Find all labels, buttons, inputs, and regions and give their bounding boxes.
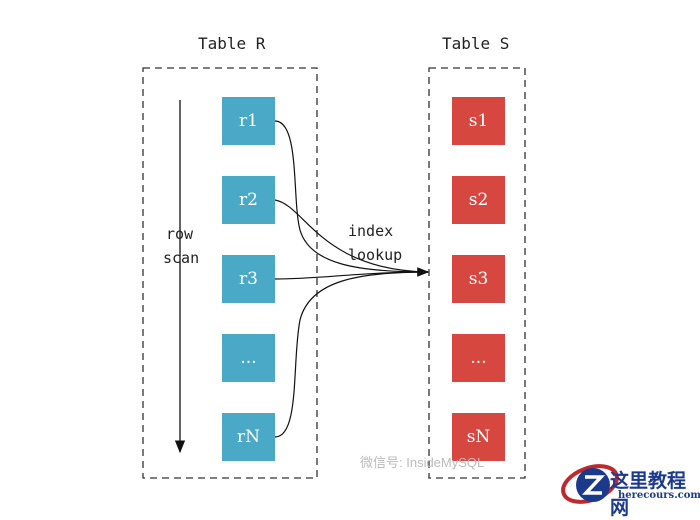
r-row-1: r1 [222, 97, 275, 145]
row-scan-label: row scan [163, 222, 199, 270]
r-row-ellipsis: ... [222, 334, 275, 382]
index-lookup-label: index lookup [348, 219, 402, 267]
s-row-ellipsis: ... [452, 334, 505, 382]
r-row-2: r2 [222, 176, 275, 224]
r-row-3: r3 [222, 255, 275, 303]
row-scan-label-line2: scan [163, 249, 200, 267]
s-row-1: s1 [452, 97, 505, 145]
logo-icon [561, 464, 619, 504]
index-lookup-label-line2: lookup [348, 246, 403, 264]
logo-url: herecours.com [618, 490, 700, 501]
r-row-n: rN [222, 413, 275, 461]
s-row-3: s3 [452, 255, 505, 303]
table-r-title: Table R [198, 34, 266, 53]
table-s-title: Table S [442, 34, 510, 53]
lookup-curve-r2 [274, 199, 429, 273]
table-r-border [142, 67, 318, 479]
lookup-curve-r1 [274, 120, 429, 273]
s-row-n: sN [452, 413, 505, 461]
diagram-lines [142, 67, 619, 504]
s-row-2: s2 [452, 176, 505, 224]
row-scan-label-line1: row [166, 225, 194, 243]
watermark: 微信号: InsideMySQL [360, 455, 485, 470]
index-lookup-label-line1: index [348, 222, 394, 240]
lookup-curve-rN [274, 267, 430, 438]
